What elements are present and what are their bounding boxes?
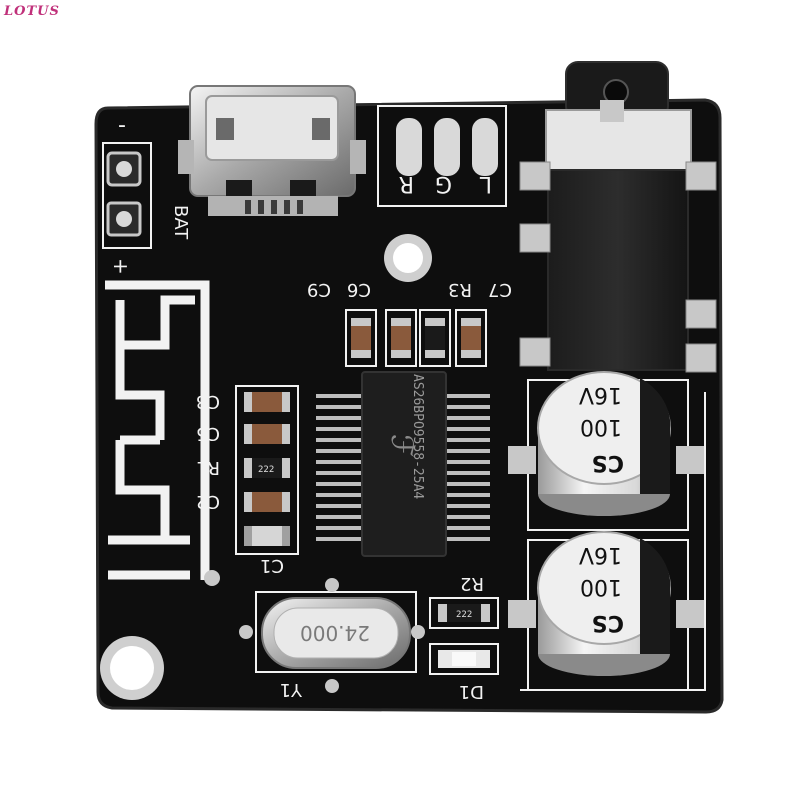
smd-c6 <box>385 309 417 367</box>
left-smd-outline <box>235 385 299 555</box>
watermark-logo: LOTUS <box>4 4 60 19</box>
bat-pad-plus <box>106 201 142 237</box>
cap-bottom-voltage: 16V <box>579 542 622 567</box>
smd-c1 <box>244 526 290 546</box>
smd-c2 <box>244 492 290 512</box>
silk-border-bottom <box>520 392 706 691</box>
label-r3: R3 <box>448 279 472 300</box>
channel-label-r: R <box>399 171 414 196</box>
r1-code: 222 <box>258 465 274 475</box>
label-r2: R2 <box>460 573 484 594</box>
smd-r1: 222 <box>244 458 290 478</box>
cap-bottom-brand: CS <box>592 610 624 635</box>
label-c8: C8 <box>196 391 220 412</box>
label-c1: C1 <box>260 555 284 576</box>
smd-r2: 222 <box>438 604 490 622</box>
channel-pads-outline <box>377 105 507 207</box>
antenna-pad <box>204 570 220 586</box>
bat-minus-label: - <box>118 113 126 138</box>
bat-outline <box>102 142 152 249</box>
d1-outline <box>429 643 499 675</box>
ic-marking: AS26BPO9558-25A4 <box>410 374 425 499</box>
ic-pins-left <box>316 394 366 541</box>
label-y1: Y1 <box>280 679 303 700</box>
label-c7: C7 <box>488 279 512 300</box>
cap-top-voltage: 16V <box>579 382 622 407</box>
channel-label-g: G <box>435 171 452 196</box>
label-d1: D1 <box>459 681 484 702</box>
ic-logo: ℱ <box>384 434 419 458</box>
audio-jack <box>519 61 717 373</box>
smd-c7 <box>455 309 487 367</box>
smd-c9 <box>345 309 377 367</box>
label-c5: C5 <box>196 423 220 444</box>
label-c2: C2 <box>196 491 220 512</box>
crystal-y1: 24.000 <box>261 597 411 669</box>
label-c9: C9 <box>307 279 331 300</box>
smd-c8 <box>244 392 290 412</box>
antenna-trace <box>105 280 210 580</box>
pad-r <box>472 118 498 176</box>
bat-plus-label: + <box>109 258 133 275</box>
cap-top-value: 100 <box>580 414 622 439</box>
crystal-marking: 24.000 <box>300 621 370 645</box>
channel-label-l: L <box>479 171 492 196</box>
cap-top-brand: CS <box>592 450 624 475</box>
bat-label: BAT <box>170 205 191 240</box>
r2-outline <box>429 597 499 629</box>
smd-c5 <box>244 424 290 444</box>
label-r1: R1 <box>196 457 220 478</box>
ic-pins-right <box>440 394 490 541</box>
r2-code: 222 <box>456 610 472 620</box>
cap-bottom-value: 100 <box>580 574 622 599</box>
smd-r3 <box>419 309 451 367</box>
micro-usb-connector <box>178 85 366 216</box>
label-c6: C6 <box>347 279 371 300</box>
main-ic <box>361 371 447 557</box>
smd-d1 <box>438 650 490 668</box>
pad-g <box>434 118 460 176</box>
electrolytic-cap-top: CS 100 16V <box>508 371 704 531</box>
bat-pad-minus <box>106 151 142 187</box>
electrolytic-cap-bottom: CS 100 16V <box>508 531 704 691</box>
pad-l <box>396 118 422 176</box>
